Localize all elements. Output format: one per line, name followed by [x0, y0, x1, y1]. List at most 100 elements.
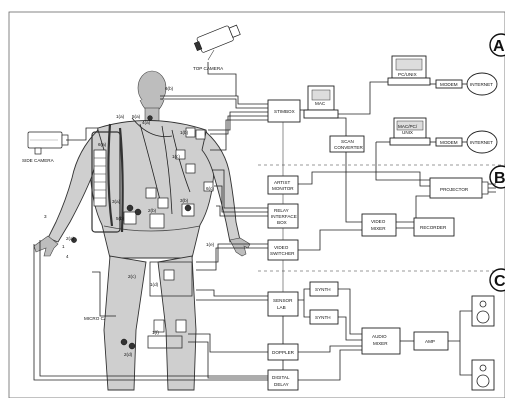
scan-converter-label-2: CONVERTER [334, 145, 363, 150]
video-mixer-label-2: MIXER [371, 226, 386, 231]
label-head: 6(b) [165, 86, 174, 91]
label-shoulder-left-1: 1(a) [116, 114, 125, 119]
artist-monitor-label-2: MONITOR [272, 186, 294, 191]
video-switcher-label-1: VIDEO [274, 245, 289, 250]
label-chest-right: 1(c) [172, 154, 180, 159]
section-c-label: C [494, 273, 505, 290]
stimbox-node: STIMBOX [268, 100, 300, 122]
performer-figure [34, 71, 250, 390]
modem-1-label: MODEM [440, 82, 458, 87]
mac-node: MAC [304, 86, 338, 118]
label-pulse: 4 [66, 254, 69, 259]
internet-1-label: INTERNET [470, 82, 493, 87]
label-hand-left: 1 [62, 244, 65, 249]
top-camera-icon [193, 22, 242, 60]
modem-1-node: MODEM [436, 80, 462, 88]
video-mixer-label-1: VIDEO [371, 219, 386, 224]
amp-node: AMP [414, 332, 448, 350]
pc-unix-label: PC/UNIX [398, 72, 417, 77]
section-c-badge: C [490, 269, 505, 291]
mac-label: MAC [315, 101, 326, 106]
scan-converter-node: SCAN CONVERTER [330, 136, 364, 152]
wire-sensor-synths [298, 289, 310, 317]
sensor-lab-label-1: SENSOR [273, 298, 293, 303]
wire-macpc-projector [376, 158, 430, 180]
wire-monitor-projector [298, 172, 430, 186]
section-b-badge: B [490, 166, 505, 188]
digital-delay-node: DIGITAL DELAY [268, 370, 298, 390]
mac-pc-unix-label-2: UNIX [402, 130, 413, 135]
label-hand-right: 1(e) [206, 242, 215, 247]
internet-2-node: INTERNET [467, 131, 497, 153]
doppler-label: DOPPLER [272, 350, 295, 355]
video-switcher-node: VIDEO SWITCHER [268, 240, 298, 260]
amp-label: AMP [425, 339, 435, 344]
modem-2-label: MODEM [440, 140, 458, 145]
wire-doppler-mixer [298, 346, 362, 352]
label-ribs: 3(a) [112, 199, 121, 204]
scan-converter-label-1: SCAN [341, 139, 354, 144]
label-hip-right: 3(b) [180, 198, 189, 203]
wire-mac-pcunix [338, 82, 388, 114]
synth-2-node: SYNTH [310, 310, 338, 324]
pc-unix-node: PC/UNIX [388, 56, 430, 85]
mac-pc-unix-node: MAC/PC/ UNIX [390, 118, 430, 145]
relay-interface-node: RELAY INTERFACE BOX [268, 204, 298, 228]
video-mixer-node: VIDEO MIXER [362, 214, 396, 236]
digital-delay-label-1: DIGITAL [272, 375, 290, 380]
label-elbow-right: 6(c) [206, 186, 214, 191]
label-shoulder-right: 1(b) [180, 130, 189, 135]
speaker-top-icon [472, 296, 494, 326]
wire-scan-mixer [346, 152, 362, 222]
digital-delay-label-2: DELAY [274, 382, 289, 387]
label-hip-left: 5(b) [116, 216, 125, 221]
artist-monitor-node: ARTIST MONITOR [268, 176, 298, 194]
wire-synth1-mixer [338, 289, 362, 334]
mac-pc-unix-label-1: MAC/PC/ [398, 124, 418, 129]
audio-mixer-node: AUDIO MIXER [362, 328, 400, 354]
recorder-node: RECORDER [414, 218, 454, 236]
modem-2-node: MODEM [436, 138, 462, 146]
sensor-lab-label-2: LAB [277, 305, 286, 310]
label-shoulder-left-2: 5(a) [132, 114, 141, 119]
internet-2-label: INTERNET [470, 140, 493, 145]
artist-monitor-label-1: ARTIST [274, 180, 290, 185]
label-thigh-left: 2(a) [66, 236, 75, 241]
label-waist: 2(b) [148, 208, 157, 213]
section-a-badge: A [490, 34, 505, 56]
sensor-lab-node: SENSOR LAB [268, 292, 298, 316]
audio-mixer-label-2: MIXER [373, 341, 388, 346]
recorder-label: RECORDER [420, 225, 447, 230]
section-b-label: B [494, 170, 505, 187]
synth-1-node: SYNTH [310, 282, 338, 296]
relay-label-1: RELAY [274, 208, 289, 213]
speaker-bottom-icon [472, 360, 494, 390]
label-neck: 4(a) [142, 120, 151, 125]
projector-label: PROJECTOR [440, 187, 469, 192]
projector-node: PROJECTOR [430, 178, 488, 198]
label-shin-2: 2(d) [124, 352, 133, 357]
internet-1-node: INTERNET [467, 73, 497, 95]
wire-delay-mixer [298, 350, 362, 380]
top-camera-label: TOP CAMERA [193, 66, 224, 71]
synth-2-label: SYNTH [315, 315, 331, 320]
label-knee-left: 2(c) [128, 274, 136, 279]
wire-mac-scan [330, 118, 346, 136]
synth-1-label: SYNTH [315, 287, 331, 292]
wire-amp-speakers [448, 311, 472, 375]
stimbox-label: STIMBOX [274, 109, 295, 114]
label-leg-right: 1(d) [150, 282, 159, 287]
audio-mixer-label-1: AUDIO [372, 334, 387, 339]
relay-label-2: INTERFACE [271, 214, 297, 219]
label-shin: 1(f) [152, 330, 159, 335]
video-switcher-label-2: SWITCHER [270, 251, 295, 256]
side-camera-icon [28, 132, 68, 154]
section-a-label: A [493, 38, 505, 55]
wire-switcher-mixer [298, 230, 362, 250]
doppler-node: DOPPLER [268, 344, 298, 360]
label-chest-left: 6(a) [98, 142, 107, 147]
label-side-left: 3 [44, 214, 47, 219]
side-camera-label: SIDE CAMERA [22, 158, 55, 163]
